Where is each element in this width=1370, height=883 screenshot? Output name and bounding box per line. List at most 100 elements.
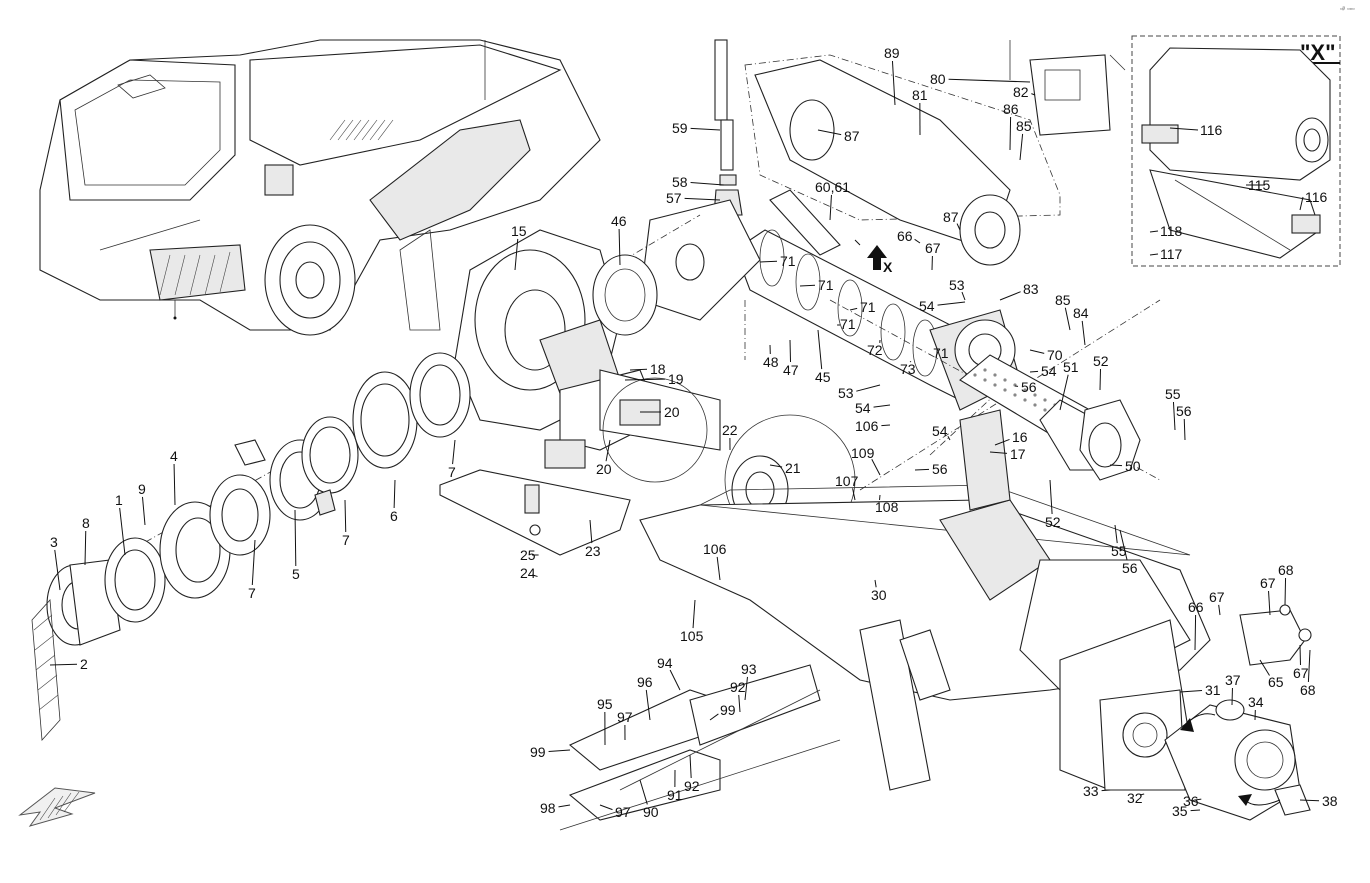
callout-label: 50 [1125,458,1141,474]
callout-label: 20 [596,461,612,477]
callout-label: 94 [657,655,673,671]
leader-line [1191,810,1200,811]
callout-label: 8 [82,515,90,531]
callout-label: 55 [1111,543,1127,559]
leader-line [1308,650,1310,682]
callout-label: 87 [943,209,959,225]
callout-label: 68 [1278,562,1294,578]
callout-label: 84 [1073,305,1089,321]
leader-line [1102,790,1110,791]
leader-line [1173,402,1175,430]
callout-label: 53 [949,277,965,293]
leader-line [394,480,395,508]
callout-label: 19 [668,371,684,387]
callout-label: 70 [1047,347,1063,363]
callout-label: 109 [851,445,875,461]
callout-label: 66 [1188,599,1204,615]
callout-label: 85 [1016,118,1032,134]
callout-label: 23 [585,543,601,559]
callout-label: 56 [1176,403,1192,419]
leader-line [760,261,777,262]
callout-label: 20 [664,404,680,420]
callout-label: 35 [1172,803,1188,819]
view-x-marker-label: X [883,259,893,275]
leader-line [1285,578,1286,605]
callout-label: 18 [650,361,666,377]
leader-line [345,500,346,532]
callout-label: 71 [818,277,834,293]
callout-label: 15 [511,223,527,239]
callout-label: 17 [1010,446,1026,462]
callout-label: 89 [884,45,900,61]
leader-line [915,239,920,243]
callout-label: 80 [930,71,946,87]
leader-line [685,198,720,200]
leader-line [874,405,890,407]
callout-label: 59 [672,120,688,136]
flange-and-ring-stack [32,353,470,740]
leader-line [853,488,855,500]
callout-label: 9 [138,481,146,497]
callout-label: 57 [666,190,682,206]
leader-line [1150,254,1158,255]
callout-label: 31 [1205,682,1221,698]
leader-line [1150,231,1158,232]
callout-label: 55 [1165,386,1181,402]
callout-label: 99 [720,702,736,718]
callout-label: 56 [932,461,948,477]
callout-label: 108 [875,499,899,515]
callout-label: 56 [1021,379,1037,395]
leader-line [691,183,724,185]
callout-label: 92 [684,778,700,794]
leader-line [818,330,822,369]
corner-marks: ▫ᵖ ▫▫▫ [1340,6,1355,13]
callout-label: 95 [597,696,613,712]
callout-label: 37 [1225,672,1241,688]
leader-line [830,195,831,220]
callout-label: 16 [1012,429,1028,445]
callout-label: 6 [390,508,398,524]
leader-line [1010,117,1011,150]
callout-label: 47 [783,362,799,378]
leader-line [85,531,86,565]
callout-label: 65 [1268,674,1284,690]
callout-label: 54 [919,298,935,314]
callout-label: 72 [867,342,883,358]
callout-label: 90 [643,804,659,820]
callout-label: 87 [844,128,860,144]
callout-label: 66 [897,228,913,244]
callout-label: 106 [855,418,879,434]
leader-line [453,440,455,464]
leader-line [790,340,791,362]
callout-label: 85 [1055,292,1071,308]
callout-label: 71 [860,299,876,315]
detail-x-callout: 116 [1200,122,1223,138]
leader-line [938,302,965,305]
callout-label: 96 [637,674,653,690]
callout-label: 71 [933,345,949,361]
callout-label: 7 [342,532,350,548]
leader-line [630,369,647,370]
detail-x-callout: 116 [1305,189,1328,205]
leader-line [1065,308,1070,330]
leader-line [1110,465,1122,466]
callout-label: 24 [520,565,536,581]
leader-line [693,600,695,628]
callout-label: 67 [925,240,941,256]
callout-label: 82 [1013,84,1029,100]
callout-label: 54 [932,423,948,439]
callout-label: 52 [1093,353,1109,369]
callout-label: 83 [1023,281,1039,297]
callout-label: 21 [785,460,801,476]
callout-label: 98 [540,800,556,816]
callout-label: 97 [617,709,633,725]
callout-label: 54 [1041,363,1057,379]
callout-label: 107 [835,473,859,489]
leader-line [949,79,1030,82]
callout-label: 45 [815,369,831,385]
callout-label: 48 [763,354,779,370]
leader-line [1180,690,1202,692]
callout-label: 25 [520,547,536,563]
callout-label: 105 [680,628,704,644]
callout-label: 51 [1063,359,1079,375]
